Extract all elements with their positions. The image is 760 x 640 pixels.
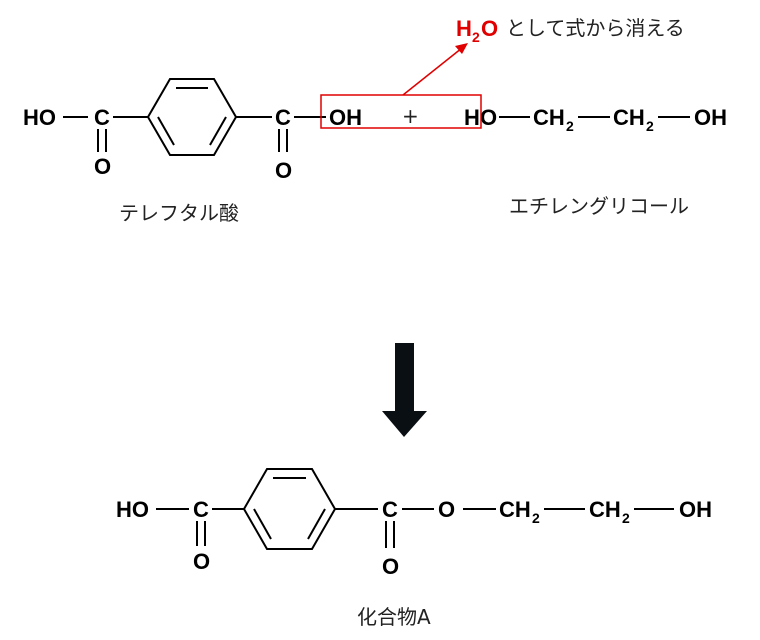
ethylene-glycol-structure: H O CH 2 CH 2 OH xyxy=(464,105,727,134)
ring-double-bond xyxy=(253,508,272,540)
atom-h-glycol: H xyxy=(464,105,480,130)
ring-double-bond xyxy=(209,116,227,146)
benzene-ring xyxy=(146,78,238,156)
terephthalic-acid-structure: HO C O C O OH xyxy=(23,78,362,183)
caption-ethylene-glycol: エチレングリコール xyxy=(509,194,689,218)
h2o-subscript: 2 xyxy=(472,29,480,45)
arrow-head xyxy=(382,411,427,437)
arrow-shaft xyxy=(395,343,414,411)
atom-oxygen-carbonyl-right: O xyxy=(275,158,292,183)
subscript-2: 2 xyxy=(566,118,574,134)
water-removed-caption: として式から消える xyxy=(506,16,685,40)
subscript-2: 2 xyxy=(622,510,630,526)
red-arrow-line xyxy=(402,47,463,96)
atom-carbon-right: C xyxy=(275,105,291,130)
atom-oh-right: OH xyxy=(329,105,362,130)
plus-sign: + xyxy=(402,104,419,128)
subscript-2: 2 xyxy=(532,510,540,526)
benzene-ring xyxy=(242,468,337,550)
atom-ch2-a: CH xyxy=(499,497,531,522)
ring-double-bond xyxy=(157,116,175,146)
atom-ch2-a: CH xyxy=(533,105,565,130)
ring-double-bond xyxy=(307,508,326,540)
atom-carbon-left: C xyxy=(193,497,209,522)
atom-ho-left: HO xyxy=(23,105,56,130)
red-arrow-head xyxy=(455,43,468,54)
atom-ch2-b: CH xyxy=(613,105,645,130)
compound-a-structure: HO C O C O O CH 2 CH 2 OH xyxy=(116,468,712,579)
reaction-arrow xyxy=(382,343,427,437)
water-elimination-box xyxy=(320,94,482,129)
caption-compound-a: 化合物A xyxy=(357,605,431,629)
atom-ch2-b: CH xyxy=(589,497,621,522)
atom-o-glycol: O xyxy=(480,105,497,130)
atom-carbon-left: C xyxy=(94,105,110,130)
atom-oxygen-carbonyl-left: O xyxy=(193,549,210,574)
atom-oh-glycol: OH xyxy=(694,105,727,130)
atom-oxygen-carbonyl-left: O xyxy=(94,154,111,179)
h2o-h: H xyxy=(456,16,472,41)
atom-oxygen-carbonyl-ester: O xyxy=(382,554,399,579)
caption-terephthalic-acid: テレフタル酸 xyxy=(119,201,239,225)
atom-ho-left: HO xyxy=(116,497,149,522)
atom-oxygen-ester: O xyxy=(438,497,455,522)
subscript-2: 2 xyxy=(646,118,654,134)
h2o-o: O xyxy=(481,16,498,41)
atom-carbon-ester: C xyxy=(382,497,398,522)
atom-oh-terminal: OH xyxy=(679,497,712,522)
